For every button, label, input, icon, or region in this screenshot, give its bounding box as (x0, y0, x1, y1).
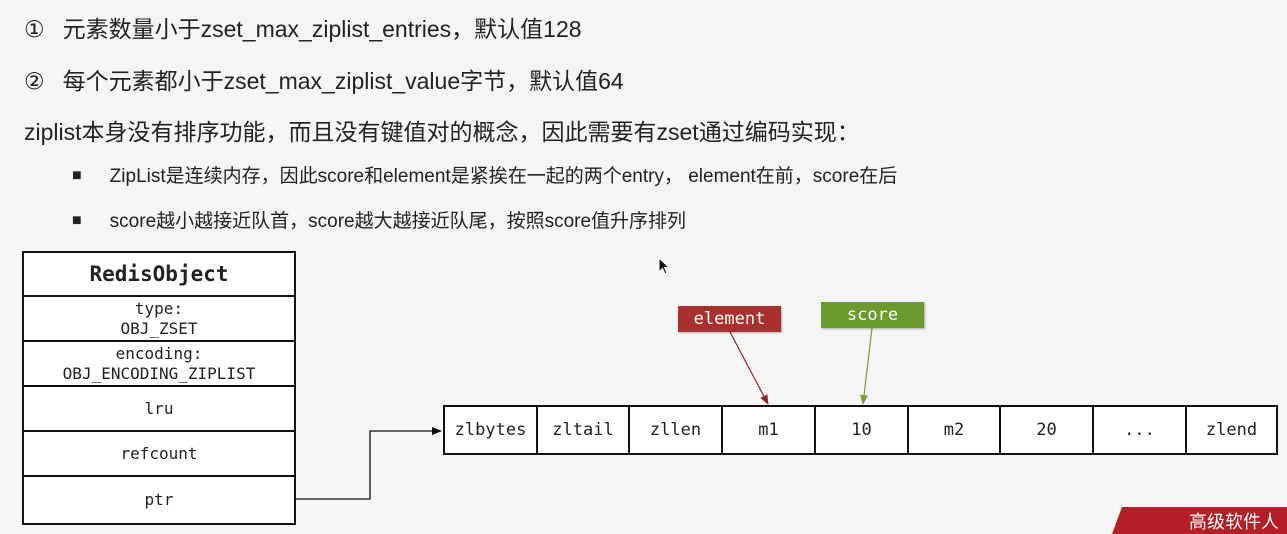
circled-number-1: ① (24, 16, 45, 42)
type-label: type: (134, 298, 184, 318)
condition-1-text: 元素数量小于zset_max_ziplist_entries，默认值128 (62, 16, 582, 42)
ziplist-cell-zltail: zltail (538, 407, 630, 453)
score-arrow (860, 327, 873, 405)
bullet-item-2: ■ score越小越接近队首，score越大越接近队尾，按照score值升序排列 (72, 206, 686, 233)
watermark-text: 高级软件人 (1189, 511, 1279, 533)
lru-cell: lru (24, 387, 294, 432)
ziplist-cell-score-10: 10 (816, 407, 909, 453)
ptr-cell: ptr (24, 477, 294, 523)
encoding-label: encoding: (115, 343, 203, 363)
condition-1: ① 元素数量小于zset_max_ziplist_entries，默认值128 (24, 10, 582, 44)
encoding-cell: encoding: OBJ_ENCODING_ZIPLIST (24, 342, 294, 387)
square-bullet-icon: ■ (72, 212, 82, 229)
ziplist-cell-m2: m2 (909, 407, 1001, 453)
ziplist-cell-zlbytes: zlbytes (445, 407, 538, 453)
element-tag: element (678, 306, 781, 332)
mouse-cursor-icon (658, 257, 671, 275)
condition-2: ② 每个元素都小于zset_max_ziplist_value字节，默认值64 (24, 62, 624, 96)
refcount-cell: refcount (24, 432, 294, 477)
ziplist-cell-zlend: zlend (1205, 420, 1258, 440)
bullet-item-1: ■ ZipList是连续内存，因此score和element是紧挨在一起的两个en… (72, 161, 897, 188)
brand-watermark: 高级软件人 (1112, 507, 1287, 534)
ziplist-cell-ellipsis: ... (1094, 407, 1187, 453)
ziplist-bar: zlbytes zltail zllen m1 10 m2 20 ... zle… (443, 405, 1278, 455)
redis-object-title-cell: RedisObject (24, 253, 294, 297)
encoding-value: OBJ_ENCODING_ZIPLIST (62, 363, 256, 383)
type-value: OBJ_ZSET (120, 318, 198, 338)
watermark-banner-icon (1112, 507, 1287, 534)
ziplist-cell-zllen: zllen (630, 407, 723, 453)
score-tag: score (821, 302, 924, 328)
redis-object-title: RedisObject (89, 262, 229, 286)
type-cell: type: OBJ_ZSET (24, 297, 294, 342)
ptr-label: ptr (144, 490, 174, 509)
square-bullet-icon: ■ (72, 167, 82, 184)
ptr-arrow (294, 427, 442, 500)
refcount-label: refcount (120, 443, 198, 463)
circled-number-2: ② (24, 68, 45, 94)
ziplist-cell-m1: m1 (723, 407, 816, 453)
redis-object-box: RedisObject type: OBJ_ZSET encoding: OBJ… (22, 251, 296, 525)
element-arrow (729, 331, 769, 405)
ziplist-cell-score-20: 20 (1001, 407, 1094, 453)
condition-2-text: 每个元素都小于zset_max_ziplist_value字节，默认值64 (62, 68, 624, 94)
bullet-item-2-text: score越小越接近队首，score越大越接近队尾，按照score值升序排列 (109, 211, 687, 232)
bullet-item-1-text: ZipList是连续内存，因此score和element是紧挨在一起的两个ent… (109, 166, 898, 187)
lru-label: lru (144, 398, 174, 418)
intro-text: ziplist本身没有排序功能，而且没有键值对的概念，因此需要有zset通过编码… (24, 119, 860, 145)
